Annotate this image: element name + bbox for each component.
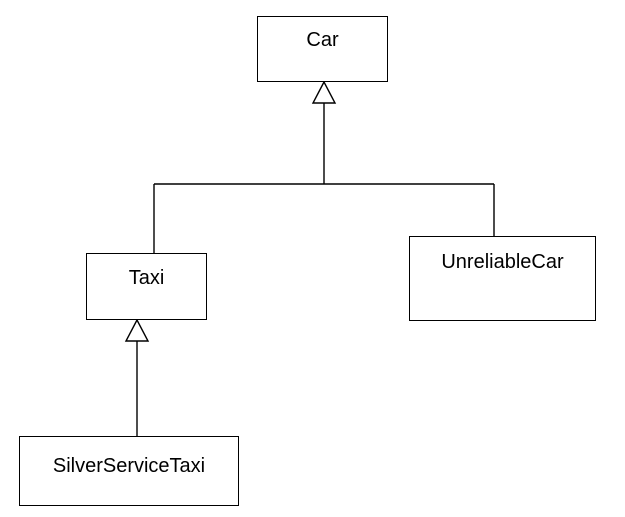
class-unreliable-car[interactable]: UnreliableCar	[409, 236, 596, 321]
class-car[interactable]: Car	[257, 16, 388, 82]
class-unreliable-car-name: UnreliableCar	[441, 251, 564, 273]
class-taxi[interactable]: Taxi	[86, 253, 207, 320]
taxi-generalization-arrowhead	[124, 318, 150, 342]
car-generalization-arrowhead	[311, 80, 337, 104]
class-silver-service-taxi-name: SilverServiceTaxi	[52, 455, 206, 477]
class-silver-service-taxi[interactable]: SilverServiceTaxi	[19, 436, 239, 506]
class-taxi-name: Taxi	[128, 267, 165, 289]
class-car-name: Car	[306, 29, 339, 51]
